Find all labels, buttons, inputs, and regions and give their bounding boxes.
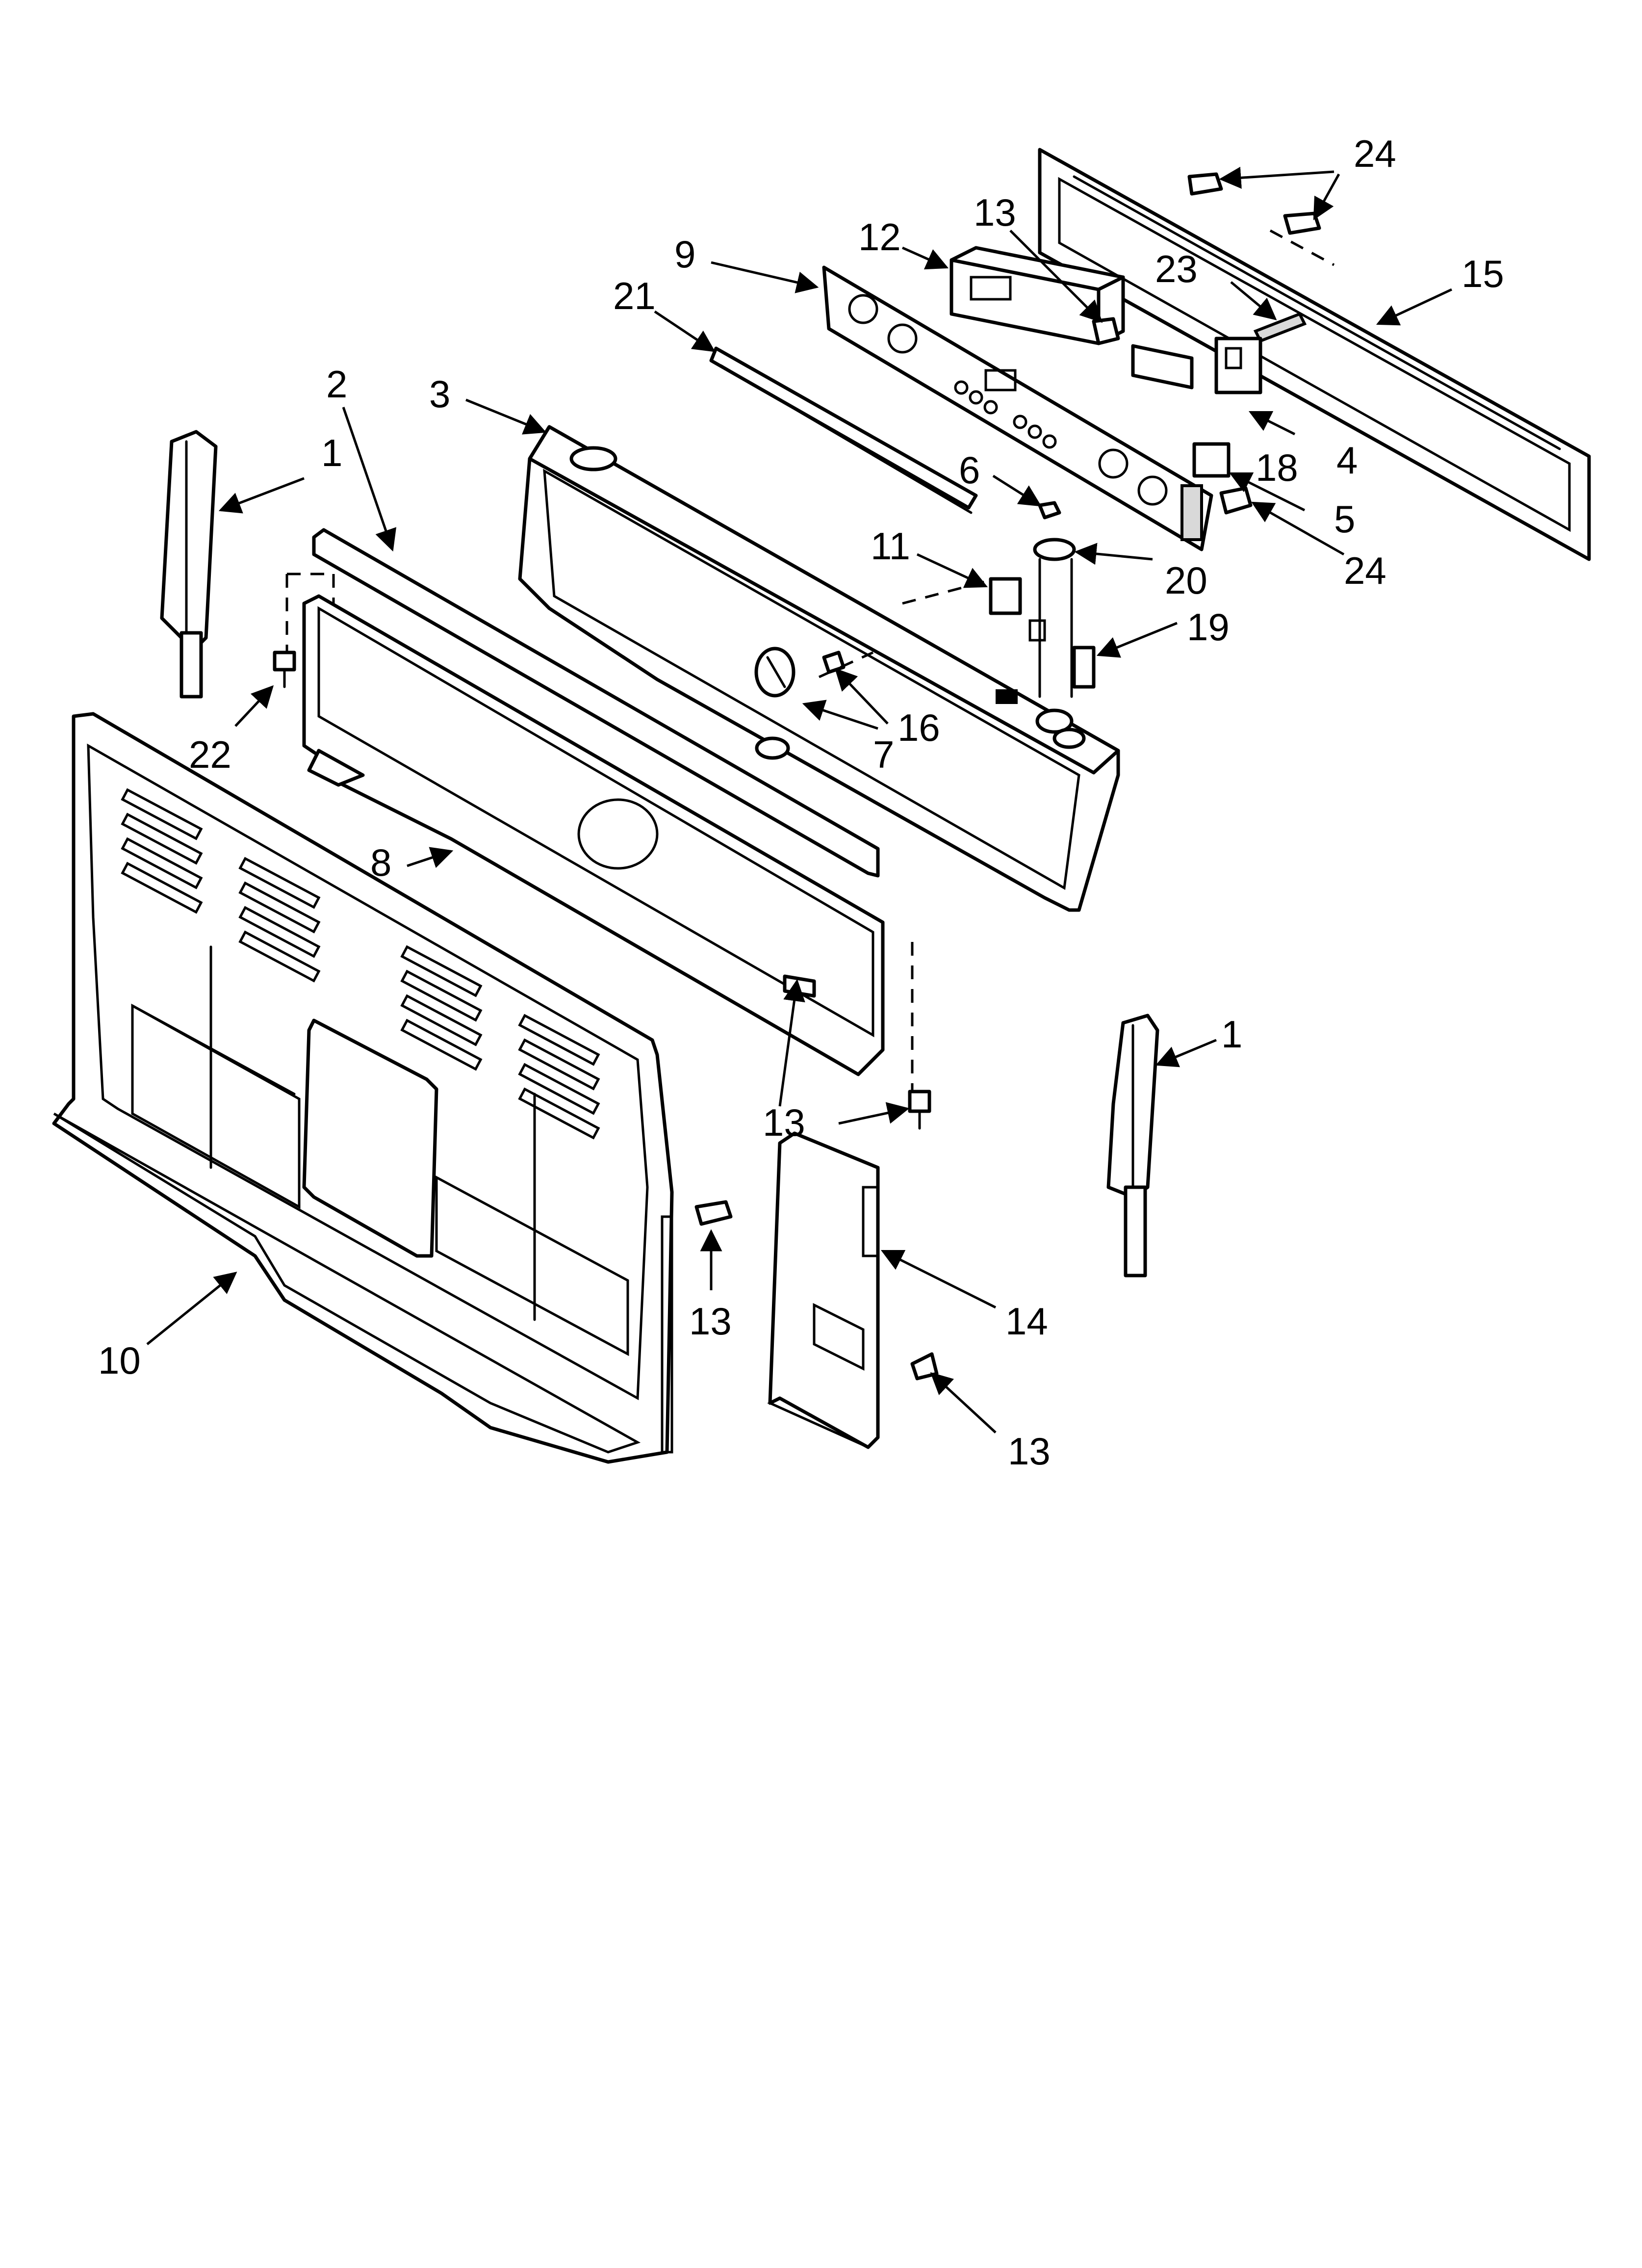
callout-2: 2	[326, 363, 347, 406]
screw-13-mid	[783, 974, 816, 998]
callout-18: 18	[1256, 446, 1298, 489]
part-1-left-trim	[160, 430, 218, 699]
callout-13-mid: 13	[763, 1101, 805, 1144]
callout-16: 16	[898, 706, 940, 749]
callout-21: 21	[613, 274, 656, 317]
callout-6: 6	[959, 448, 980, 492]
alignment-lines	[285, 229, 1335, 1092]
callout-9: 9	[674, 233, 695, 276]
callout-8: 8	[370, 841, 391, 884]
screw-13-top	[1092, 317, 1120, 345]
part-21-bracket-strip	[709, 346, 978, 514]
callout-7: 7	[873, 733, 894, 776]
callout-1-right: 1	[1221, 1013, 1242, 1056]
part-18-window	[1131, 344, 1194, 390]
screw-24-top	[1187, 172, 1223, 196]
callout-13-left: 13	[689, 1300, 732, 1343]
screw-24-lower	[1219, 486, 1253, 515]
callout-13-top: 13	[974, 191, 1016, 234]
callout-15: 15	[1462, 252, 1504, 295]
callout-24-lower: 24	[1344, 549, 1386, 592]
callout-24-top: 24	[1354, 132, 1396, 175]
part-4-switch	[1214, 337, 1262, 394]
screw-13-right	[908, 1090, 931, 1130]
screw-6	[1038, 501, 1061, 520]
part-1-right-trim	[1106, 1014, 1159, 1277]
callout-3: 3	[429, 372, 450, 416]
callout-10: 10	[98, 1339, 141, 1382]
part-10-rear-panel	[52, 712, 674, 1464]
callout-5: 5	[1334, 497, 1355, 541]
callout-22: 22	[189, 733, 231, 776]
part-5-switch	[1192, 442, 1231, 478]
part-11-relay	[989, 577, 1046, 642]
part-19-light	[1072, 646, 1096, 689]
callout-14: 14	[1005, 1300, 1048, 1343]
callout-23: 23	[1155, 247, 1198, 290]
part-2-brace	[312, 528, 880, 878]
part-3-console	[518, 425, 1120, 912]
part-14-bracket	[767, 1131, 880, 1449]
callout-19: 19	[1187, 605, 1230, 649]
screw-13-left-low	[694, 1200, 733, 1226]
screw-16	[822, 651, 846, 674]
callout-12: 12	[858, 215, 901, 259]
callout-13-bottom: 13	[1008, 1430, 1051, 1473]
part-20-igniter-switch	[1033, 538, 1076, 698]
callout-leaders	[146, 166, 1453, 1434]
callout-20: 20	[1165, 559, 1207, 602]
screw-22	[273, 651, 296, 688]
screw-24-top2	[1283, 211, 1321, 235]
part-15-rear-trim	[1038, 148, 1591, 561]
part-8-shield	[302, 594, 885, 1076]
callout-4: 4	[1336, 439, 1358, 482]
louvers	[121, 788, 600, 1140]
callout-1-left: 1	[321, 431, 342, 474]
part-9-control-panel	[822, 265, 1213, 551]
callout-11: 11	[871, 524, 910, 568]
part-7-knob	[754, 647, 795, 698]
callout-labels: 1 1 2 3 4 5 6 7 8 9 10 11 12 13 13 13 13…	[98, 132, 1504, 1473]
